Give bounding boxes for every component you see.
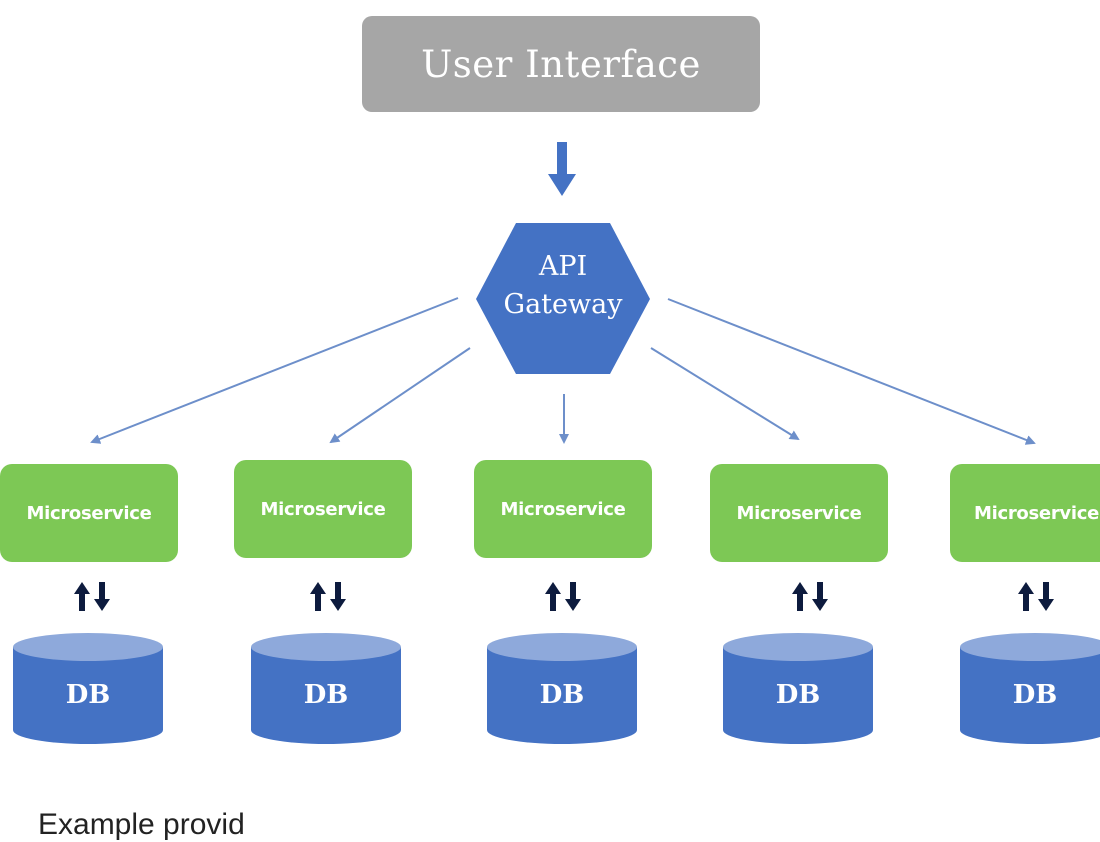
- connector-arrow-2: [329, 347, 471, 444]
- up-down-arrows-icon-2: [310, 582, 346, 611]
- db-label-5: DB: [1012, 680, 1058, 710]
- microservice-label-2: Microservice: [260, 498, 386, 520]
- database-top-2: [251, 633, 401, 661]
- ui-to-gateway-arrow: [548, 142, 576, 196]
- microservice-box-5: Microservice: [950, 464, 1100, 562]
- microservice-label-4: Microservice: [736, 502, 862, 524]
- db-label-4: DB: [775, 680, 821, 710]
- microservice-box-4: Microservice: [710, 464, 888, 562]
- api-gateway-line1: API: [538, 251, 588, 282]
- down-arrow-icon-3: [565, 582, 581, 611]
- gateway-connectors: [90, 297, 1036, 445]
- database-top-4: [723, 633, 873, 661]
- databases: [13, 633, 1100, 744]
- up-arrow-icon-1: [74, 582, 90, 611]
- database-cylinder-3: [487, 633, 637, 744]
- microservice-box-2: Microservice: [234, 460, 412, 558]
- database-cylinder-2: [251, 633, 401, 744]
- db-label-1: DB: [65, 680, 111, 710]
- database-cylinder-4: [723, 633, 873, 744]
- up-arrow-icon-5: [1018, 582, 1034, 611]
- down-arrow-icon-2: [330, 582, 346, 611]
- up-arrow-icon-4: [792, 582, 808, 611]
- down-arrow-icon-1: [94, 582, 110, 611]
- bottom-caption-text: Example provid: [38, 808, 245, 841]
- database-body-1: [13, 647, 163, 744]
- connector-arrow-5: [667, 298, 1036, 445]
- up-down-arrows-icon-3: [545, 582, 581, 611]
- microservice-label-5: Microservice: [974, 502, 1099, 524]
- up-down-arrows-icon-4: [792, 582, 828, 611]
- api-gateway-label: API Gateway: [480, 248, 646, 324]
- db-label-2: DB: [303, 680, 349, 710]
- microservice-box-3: Microservice: [474, 460, 652, 558]
- up-arrow-icon-3: [545, 582, 561, 611]
- architecture-diagram: [13, 142, 1100, 744]
- bidirectional-arrows: [74, 582, 1054, 611]
- database-body-4: [723, 647, 873, 744]
- database-top-3: [487, 633, 637, 661]
- database-top-5: [960, 633, 1100, 661]
- down-arrow-icon-4: [812, 582, 828, 611]
- up-down-arrows-icon-5: [1018, 582, 1054, 611]
- down-arrow-icon-5: [1038, 582, 1054, 611]
- microservice-label-1: Microservice: [26, 502, 152, 524]
- db-label-3: DB: [539, 680, 585, 710]
- database-cylinder-5: [960, 633, 1100, 744]
- microservice-box-1: Microservice: [0, 464, 178, 562]
- database-body-2: [251, 647, 401, 744]
- user-interface-label: User Interface: [421, 42, 701, 86]
- connector-arrow-1: [90, 297, 459, 444]
- database-body-3: [487, 647, 637, 744]
- user-interface-box: User Interface: [362, 16, 760, 112]
- database-body-5: [960, 647, 1100, 744]
- database-cylinder-1: [13, 633, 163, 744]
- api-gateway-hexagon: [476, 223, 650, 374]
- api-gateway-line2: Gateway: [503, 289, 623, 320]
- up-arrow-icon-2: [310, 582, 326, 611]
- database-top-1: [13, 633, 163, 661]
- up-down-arrows-icon-1: [74, 582, 110, 611]
- microservice-label-3: Microservice: [500, 498, 626, 520]
- connector-arrow-4: [650, 347, 800, 441]
